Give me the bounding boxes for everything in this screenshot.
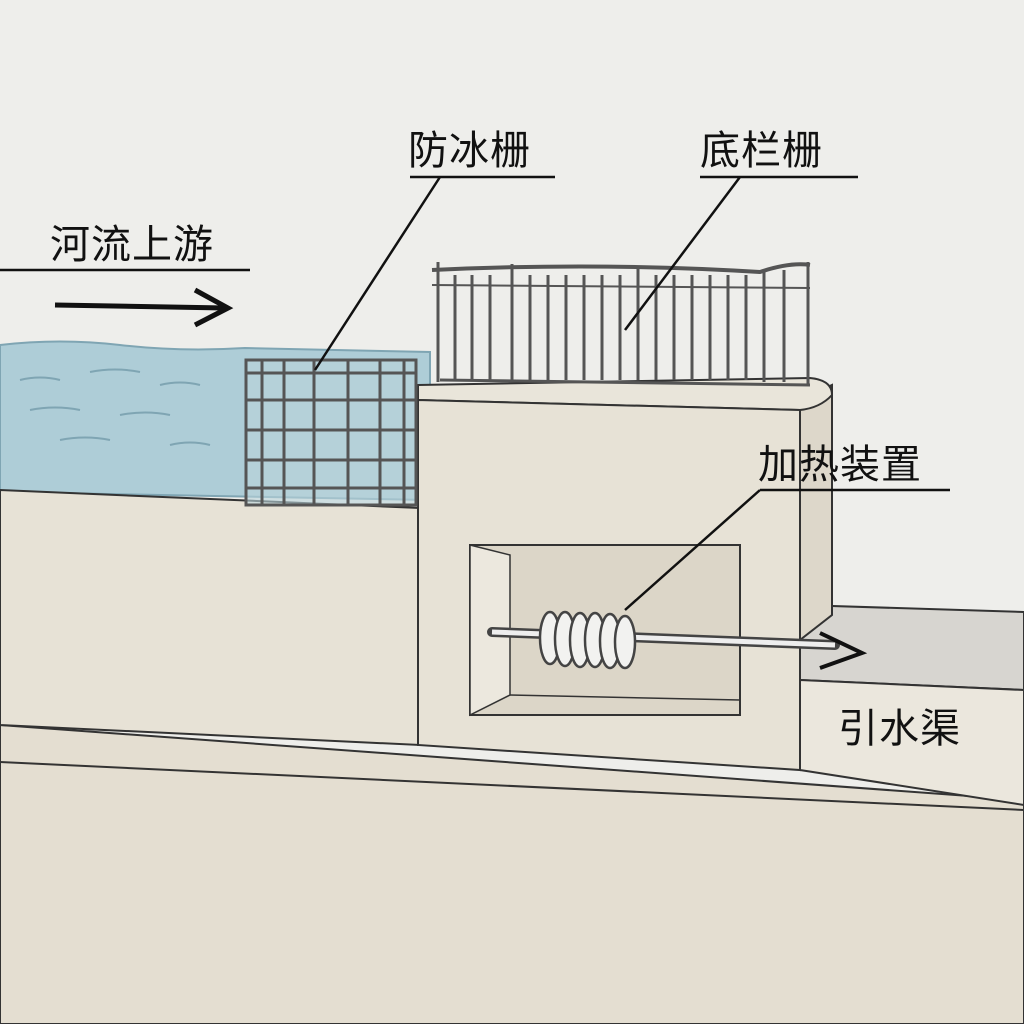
heater-label: 加热装置 bbox=[758, 442, 922, 488]
bottom-bar-rack bbox=[431, 262, 811, 387]
leader-lines bbox=[0, 175, 950, 611]
bottom-rack-label: 底栏栅 bbox=[700, 128, 823, 174]
left-riverbed-wall bbox=[0, 488, 421, 747]
ground-base bbox=[0, 723, 1024, 1024]
upstream-label: 河流上游 bbox=[50, 222, 214, 268]
ice-grate bbox=[244, 358, 418, 507]
ice-grate-label: 防冰栅 bbox=[408, 128, 531, 174]
heating-device bbox=[487, 610, 868, 670]
channel-label: 引水渠 bbox=[838, 706, 961, 752]
flow-arrow bbox=[54, 287, 234, 328]
